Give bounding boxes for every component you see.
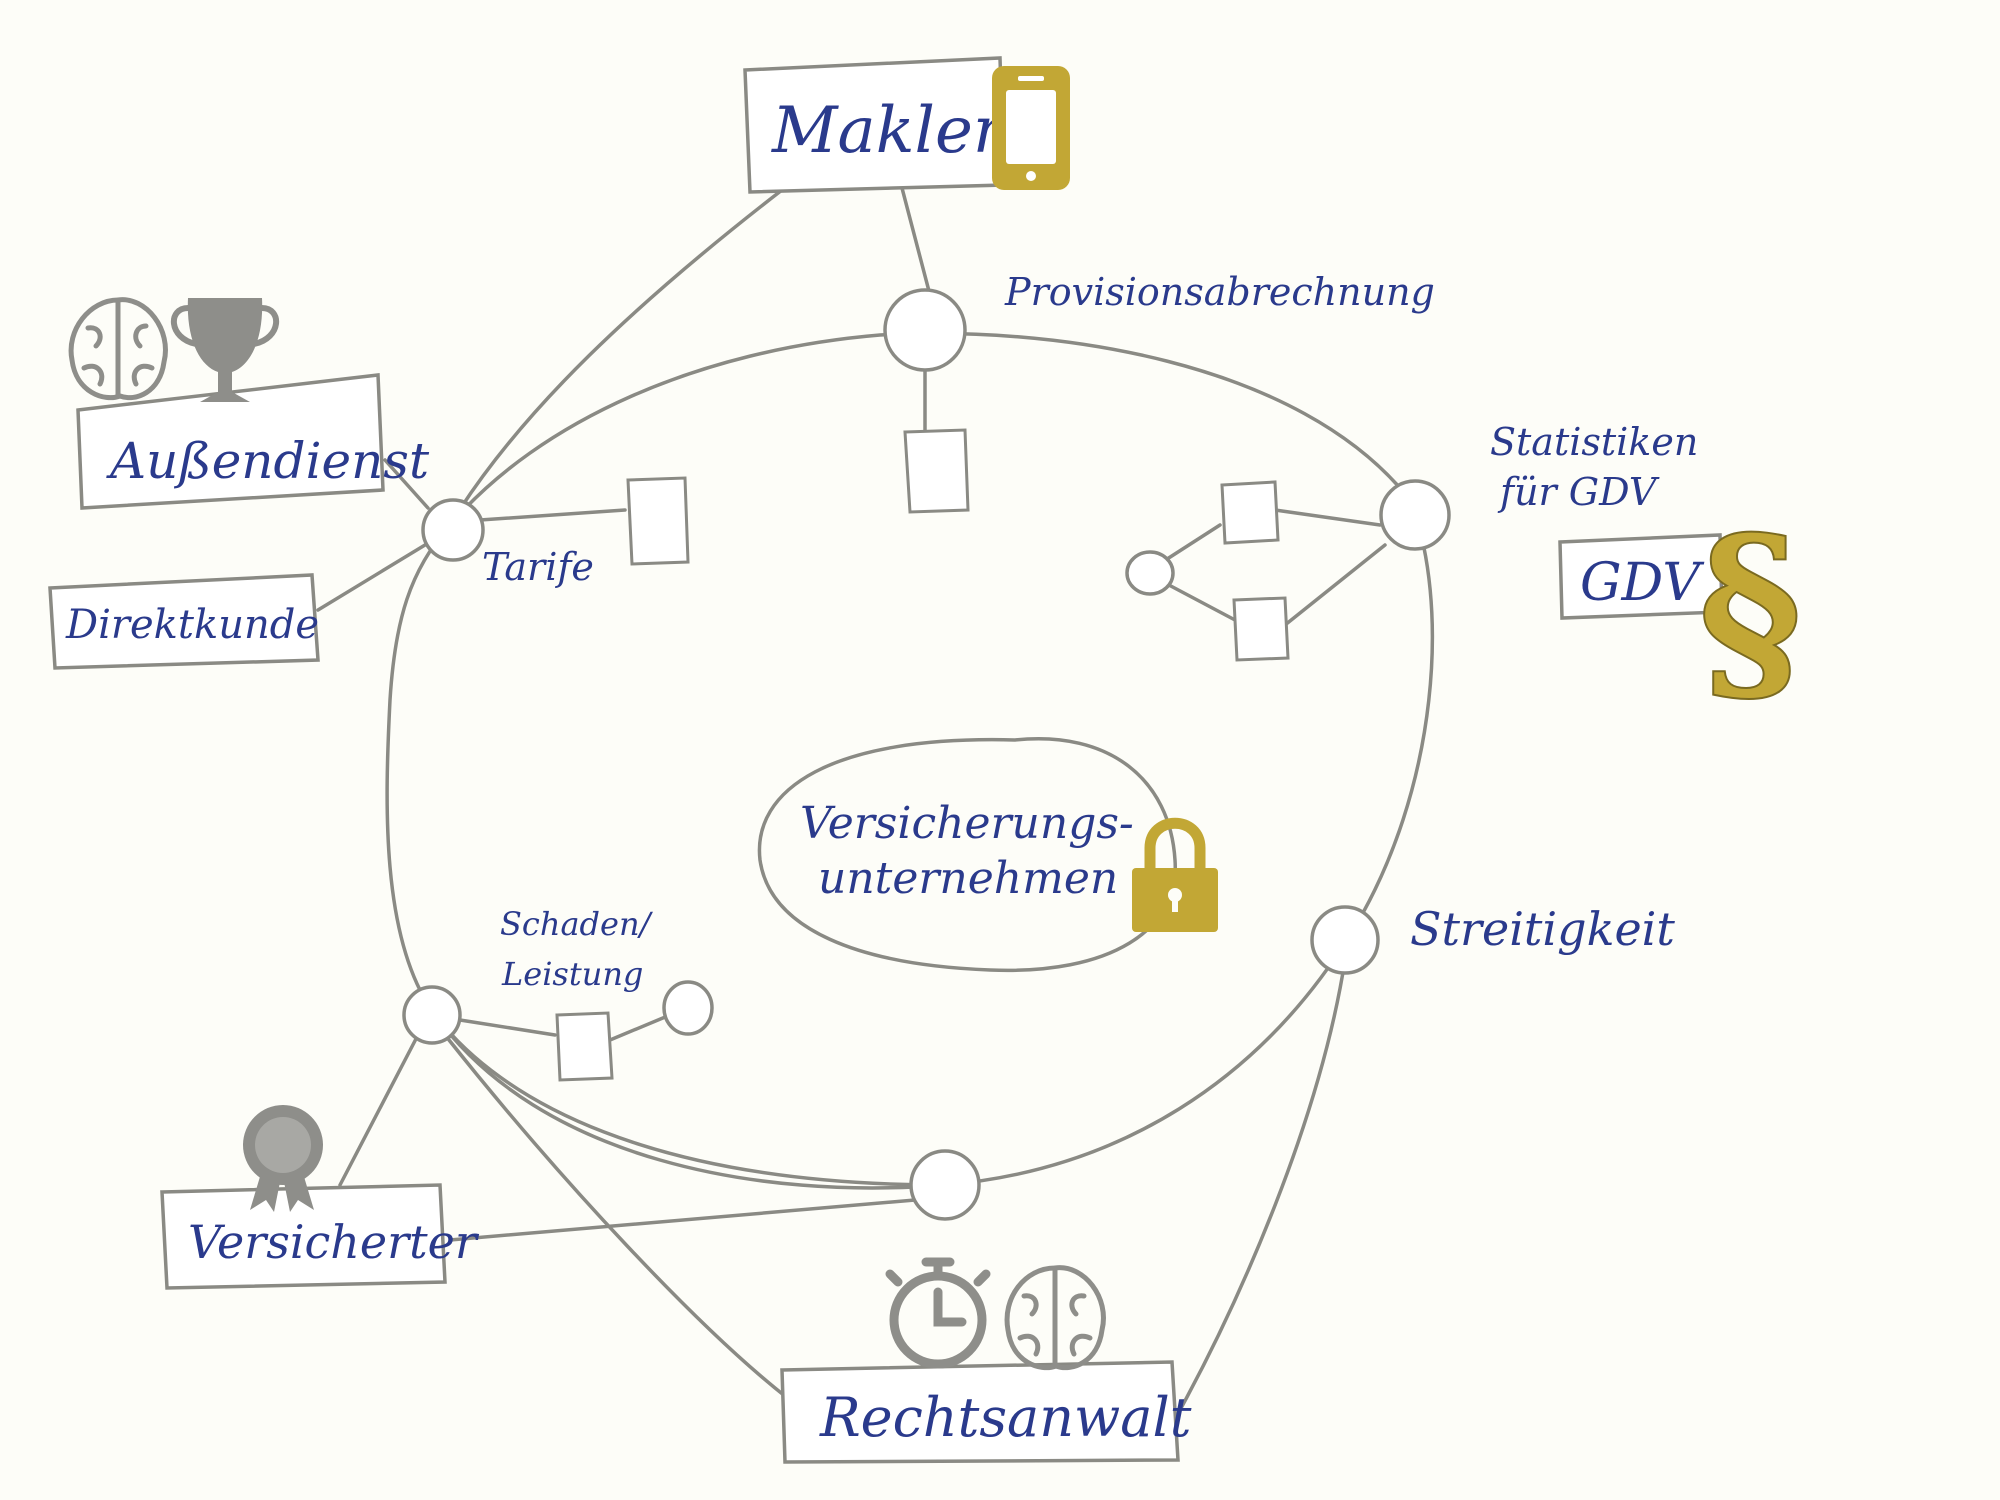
versicherter-bottom-line bbox=[448, 1198, 917, 1242]
schaden-document bbox=[555, 1011, 614, 1082]
bottom-node bbox=[909, 1149, 981, 1221]
brain-icon bbox=[68, 297, 168, 401]
provision-node bbox=[883, 288, 967, 372]
statistics-node bbox=[1379, 479, 1451, 551]
aussendienst-box bbox=[76, 373, 385, 510]
paragraph-icon: § bbox=[1697, 492, 1804, 729]
schaden-rechtsanwalt-line bbox=[443, 1033, 792, 1402]
schaden-doc-line bbox=[458, 1013, 672, 1042]
stat-document-1 bbox=[1220, 480, 1280, 545]
gdv-box bbox=[1558, 533, 1724, 620]
streitigkeit-annotation: Streitigkeit bbox=[1410, 902, 1675, 956]
center-blob bbox=[757, 737, 1177, 973]
versicherter-group: Versicherter bbox=[160, 1105, 480, 1290]
streitigkeit-node bbox=[1310, 905, 1380, 975]
provision-document bbox=[903, 428, 970, 514]
documents bbox=[555, 428, 1290, 1082]
makler-provision-line bbox=[900, 186, 932, 297]
direktkunde-label: Direktkunde bbox=[65, 602, 319, 648]
center-label-line2: unternehmen bbox=[818, 853, 1118, 904]
rechtsanwalt-group: Rechtsanwalt bbox=[780, 1257, 1192, 1464]
streitigkeit-rechtsanwalt-line bbox=[1178, 958, 1347, 1412]
schaden-end-node bbox=[662, 980, 714, 1036]
tarife-document bbox=[626, 476, 690, 566]
makler-box-group: Makler bbox=[743, 56, 1070, 194]
schaden-annotation-line2: Leistung bbox=[501, 955, 643, 993]
versicherter-box bbox=[160, 1183, 447, 1290]
stat-start-node bbox=[1125, 550, 1175, 596]
versicherter-label: Versicherter bbox=[188, 1215, 480, 1269]
rechtsanwalt-label: Rechtsanwalt bbox=[819, 1386, 1192, 1449]
tarife-annotation: Tarife bbox=[482, 545, 594, 589]
schaden-annotation-line1: Schaden/ bbox=[500, 905, 654, 943]
tarife-doc-line bbox=[478, 508, 627, 522]
award-rosette-icon bbox=[243, 1105, 323, 1212]
aussendienst-label: Außendienst bbox=[106, 432, 430, 490]
direktkunde-tarife-line bbox=[316, 543, 427, 612]
aussendienst-group: Außendienst bbox=[68, 297, 430, 510]
tarife-node bbox=[421, 498, 485, 562]
smartphone-icon bbox=[992, 66, 1070, 190]
brain-icon bbox=[1004, 1265, 1106, 1371]
trophy-icon bbox=[170, 298, 280, 402]
inner-curve bbox=[433, 1013, 947, 1187]
makler-label: Makler bbox=[771, 94, 1007, 168]
versicherter-schaden-line bbox=[338, 1033, 420, 1187]
annotations: Provisionsabrechnung Statistiken für GDV… bbox=[482, 270, 1698, 993]
gdv-label: GDV bbox=[1580, 553, 1704, 613]
makler-tarife-line bbox=[448, 188, 784, 527]
connectors bbox=[316, 186, 1435, 1412]
gdv-group: GDV § bbox=[1558, 492, 1804, 729]
direktkunde-group: Direktkunde bbox=[48, 573, 320, 670]
schaden-node bbox=[402, 985, 462, 1045]
rechtsanwalt-box bbox=[780, 1360, 1180, 1464]
nodes bbox=[402, 288, 1451, 1221]
svg-text:§: § bbox=[1698, 493, 1803, 728]
stat-document-2 bbox=[1232, 596, 1290, 662]
aussendienst-tarife-line bbox=[383, 458, 430, 510]
statistik-annotation-line1: Statistiken bbox=[1490, 420, 1698, 464]
stopwatch-icon bbox=[885, 1257, 991, 1369]
padlock-icon bbox=[1132, 817, 1218, 932]
stat-workflow-lines bbox=[1148, 508, 1387, 627]
provision-annotation: Provisionsabrechnung bbox=[1004, 270, 1435, 314]
center-label-line1: Versicherungs- bbox=[800, 798, 1134, 849]
statistik-annotation-line2: für GDV bbox=[1497, 470, 1660, 514]
direktkunde-box bbox=[48, 573, 320, 670]
